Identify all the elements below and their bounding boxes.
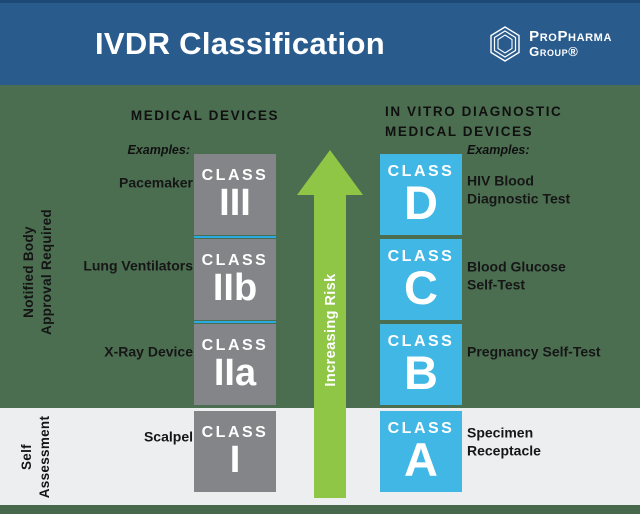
class-word: CLASS bbox=[201, 166, 269, 184]
class-word: CLASS bbox=[201, 251, 269, 269]
propharma-logo-text: ProPharma Group® bbox=[529, 29, 612, 58]
class-word: CLASS bbox=[201, 336, 269, 354]
class-numeral-i: I bbox=[229, 438, 241, 481]
examples-label-left: Examples: bbox=[127, 143, 190, 157]
class-box-a: CLASS A bbox=[380, 411, 462, 492]
propharma-hexagon-icon bbox=[488, 26, 522, 62]
ivd-example-hiv-blood-test: HIV Blood Diagnostic Test bbox=[467, 172, 571, 207]
ivd-medical-devices-heading: IN VITRO DIAGNOSTIC MEDICAL DEVICES bbox=[385, 104, 563, 140]
class-numeral-iia: IIa bbox=[213, 351, 257, 394]
class-word: CLASS bbox=[387, 162, 455, 180]
ivd-example-pregnancy-test: Pregnancy Self-Test bbox=[467, 343, 601, 360]
md-example-pacemaker: Pacemaker bbox=[119, 174, 193, 191]
class-letter-d: D bbox=[404, 175, 438, 229]
class-box-separator bbox=[194, 236, 276, 238]
ivd-example-specimen-receptacle: Specimen Receptacle bbox=[467, 424, 541, 459]
ivd-example-blood-glucose: Blood Glucose Self-Test bbox=[467, 258, 566, 293]
increasing-risk-arrow bbox=[297, 150, 363, 498]
class-box-iib: CLASS IIb bbox=[194, 239, 276, 320]
examples-label-right: Examples: bbox=[467, 143, 530, 157]
class-box-separator bbox=[194, 321, 276, 323]
logo-line-1: ProPharma bbox=[529, 28, 612, 46]
class-word: CLASS bbox=[387, 332, 455, 350]
class-box-iia: CLASS IIa bbox=[194, 324, 276, 405]
logo-line-2: Group® bbox=[529, 44, 579, 60]
class-letter-c: C bbox=[404, 260, 438, 314]
class-word: CLASS bbox=[387, 247, 455, 265]
page-title: IVDR Classification bbox=[95, 26, 385, 61]
md-example-lung-ventilators: Lung Ventilators bbox=[83, 257, 193, 274]
md-example-scalpel: Scalpel bbox=[143, 428, 193, 445]
class-numeral-iib: IIb bbox=[212, 266, 258, 309]
class-numeral-iii: III bbox=[219, 181, 251, 224]
class-box-i: CLASS I bbox=[194, 411, 276, 492]
class-word: CLASS bbox=[387, 419, 455, 437]
medical-devices-heading: MEDICAL DEVICES bbox=[130, 108, 280, 123]
class-letter-b: B bbox=[404, 345, 438, 399]
md-example-xray-device: X-Ray Device bbox=[104, 343, 193, 360]
class-word: CLASS bbox=[201, 423, 269, 441]
header-bar: IVDR Classification ProPharma Group® bbox=[0, 0, 640, 85]
class-box-d: CLASS D bbox=[380, 154, 462, 235]
class-letter-a: A bbox=[404, 432, 438, 486]
class-box-c: CLASS C bbox=[380, 239, 462, 320]
self-assessment-label: Self Assessment bbox=[18, 415, 52, 499]
increasing-risk-label: Increasing Risk bbox=[323, 273, 339, 387]
class-box-b: CLASS B bbox=[380, 324, 462, 405]
footer-strip bbox=[0, 505, 640, 514]
class-box-iii: CLASS III bbox=[194, 154, 276, 235]
propharma-logo: ProPharma Group® bbox=[488, 26, 612, 62]
